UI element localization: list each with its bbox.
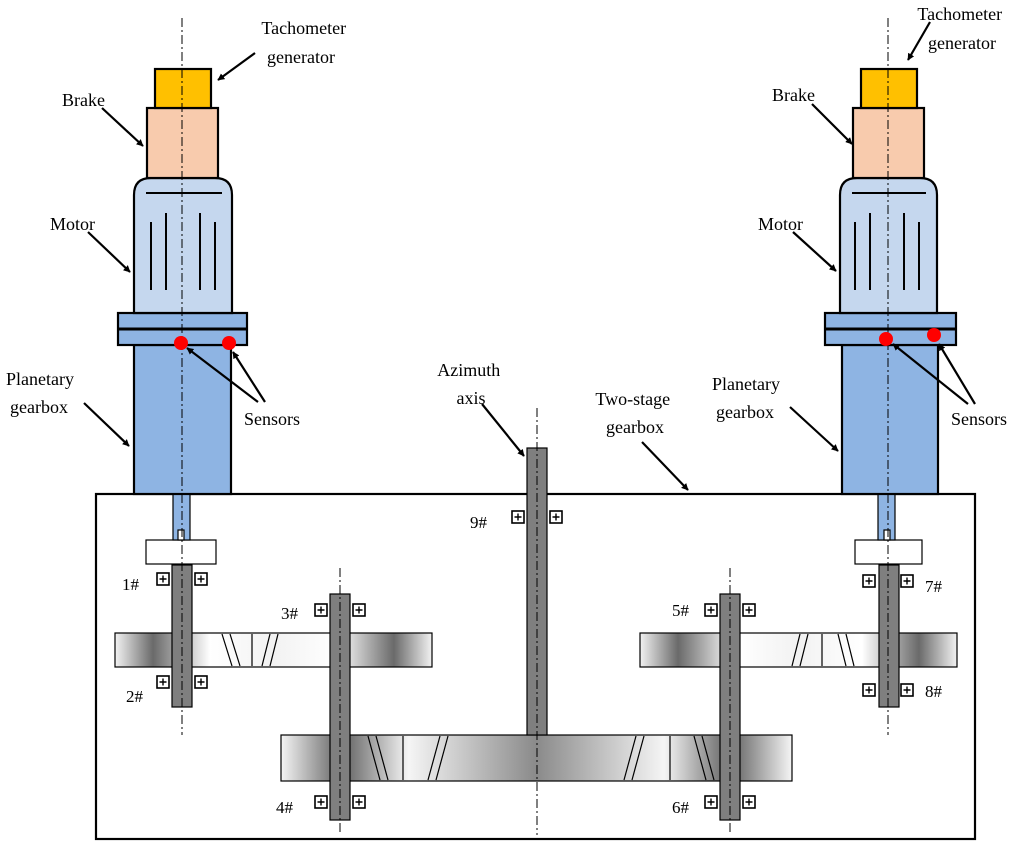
bearing-plus — [317, 606, 325, 614]
bearing-plus — [745, 606, 753, 614]
sensor-dot — [879, 332, 893, 346]
label-azimuth: Azimuth axis — [437, 360, 505, 408]
bearing-plus — [865, 577, 873, 585]
bearing-plus — [903, 577, 911, 585]
bearing-plus — [707, 798, 715, 806]
gear-right-upper — [639, 632, 958, 668]
label-twostage: Two-stage gearbox — [595, 389, 674, 437]
bearing-label-9: 9# — [470, 513, 488, 532]
gear-lower — [280, 734, 793, 782]
arrow-motor-right — [792, 231, 837, 272]
label-brake-left: Brake — [62, 90, 105, 110]
sensor-dot — [174, 336, 188, 350]
tachometer-generator-right — [859, 67, 919, 110]
bearing-plus — [514, 513, 522, 521]
planetary-gearbox-left — [132, 343, 233, 496]
arrow-sensor-right-2 — [938, 343, 976, 405]
arrow-sensor-left-1 — [186, 347, 259, 403]
bearing-plus — [707, 606, 715, 614]
bearing-plus — [355, 798, 363, 806]
label-sensors-right: Sensors — [951, 409, 1007, 429]
bearing-plus — [159, 575, 167, 583]
bearing-label-5: 5# — [672, 601, 690, 620]
bearing-plus — [865, 686, 873, 694]
bearing-label-3: 3# — [281, 604, 299, 623]
arrow-planetary-left — [83, 402, 130, 447]
arrow-motor-left — [87, 231, 131, 273]
label-motor-left: Motor — [50, 214, 95, 234]
arrow-sensor-right-1 — [892, 343, 969, 405]
tachometer-generator-left — [153, 67, 213, 110]
label-brake-right: Brake — [772, 85, 815, 105]
bearing-plus — [197, 678, 205, 686]
sensor-dot — [222, 336, 236, 350]
arrow-tacho-right — [907, 21, 931, 61]
motor-left — [132, 176, 234, 315]
shaft-input-right — [878, 564, 900, 708]
arrow-tacho-left — [217, 52, 256, 81]
bearing-plus — [159, 678, 167, 686]
bearing-plus — [317, 798, 325, 806]
label-motor-right: Motor — [758, 214, 803, 234]
bearing-label-4: 4# — [276, 798, 294, 817]
key-left — [177, 529, 185, 541]
arrow-brake-left — [101, 107, 144, 147]
bearing-label-7: 7# — [925, 577, 943, 596]
label-planetary-left: Planetary gearbox — [6, 369, 78, 417]
planetary-gearbox-right — [840, 343, 940, 496]
key-right — [883, 529, 891, 541]
bearing-plus — [355, 606, 363, 614]
label-sensors-left: Sensors — [244, 409, 300, 429]
bearing-label-2: 2# — [126, 687, 144, 706]
label-tachometer-left: Tachometer generator — [261, 18, 350, 67]
coupling-left — [145, 539, 217, 565]
gear-left-upper — [114, 632, 433, 668]
bearing-plus — [903, 686, 911, 694]
bearings — [156, 510, 914, 809]
label-planetary-right: Planetary gearbox — [712, 374, 784, 422]
bearing-plus — [197, 575, 205, 583]
bearing-label-8: 8# — [925, 682, 943, 701]
sensor-dot — [927, 328, 941, 342]
bearing-label-6: 6# — [672, 798, 690, 817]
arrow-brake-right — [811, 103, 853, 145]
arrow-planetary-right — [789, 406, 839, 452]
label-tachometer-right: Tachometer generator — [917, 4, 1006, 53]
bearing-plus — [552, 513, 560, 521]
bearing-label-1: 1# — [122, 575, 140, 594]
arrow-azimuth — [481, 403, 525, 457]
arrow-twostage — [641, 441, 689, 491]
arrow-sensor-left-2 — [232, 351, 266, 403]
bearing-plus — [745, 798, 753, 806]
